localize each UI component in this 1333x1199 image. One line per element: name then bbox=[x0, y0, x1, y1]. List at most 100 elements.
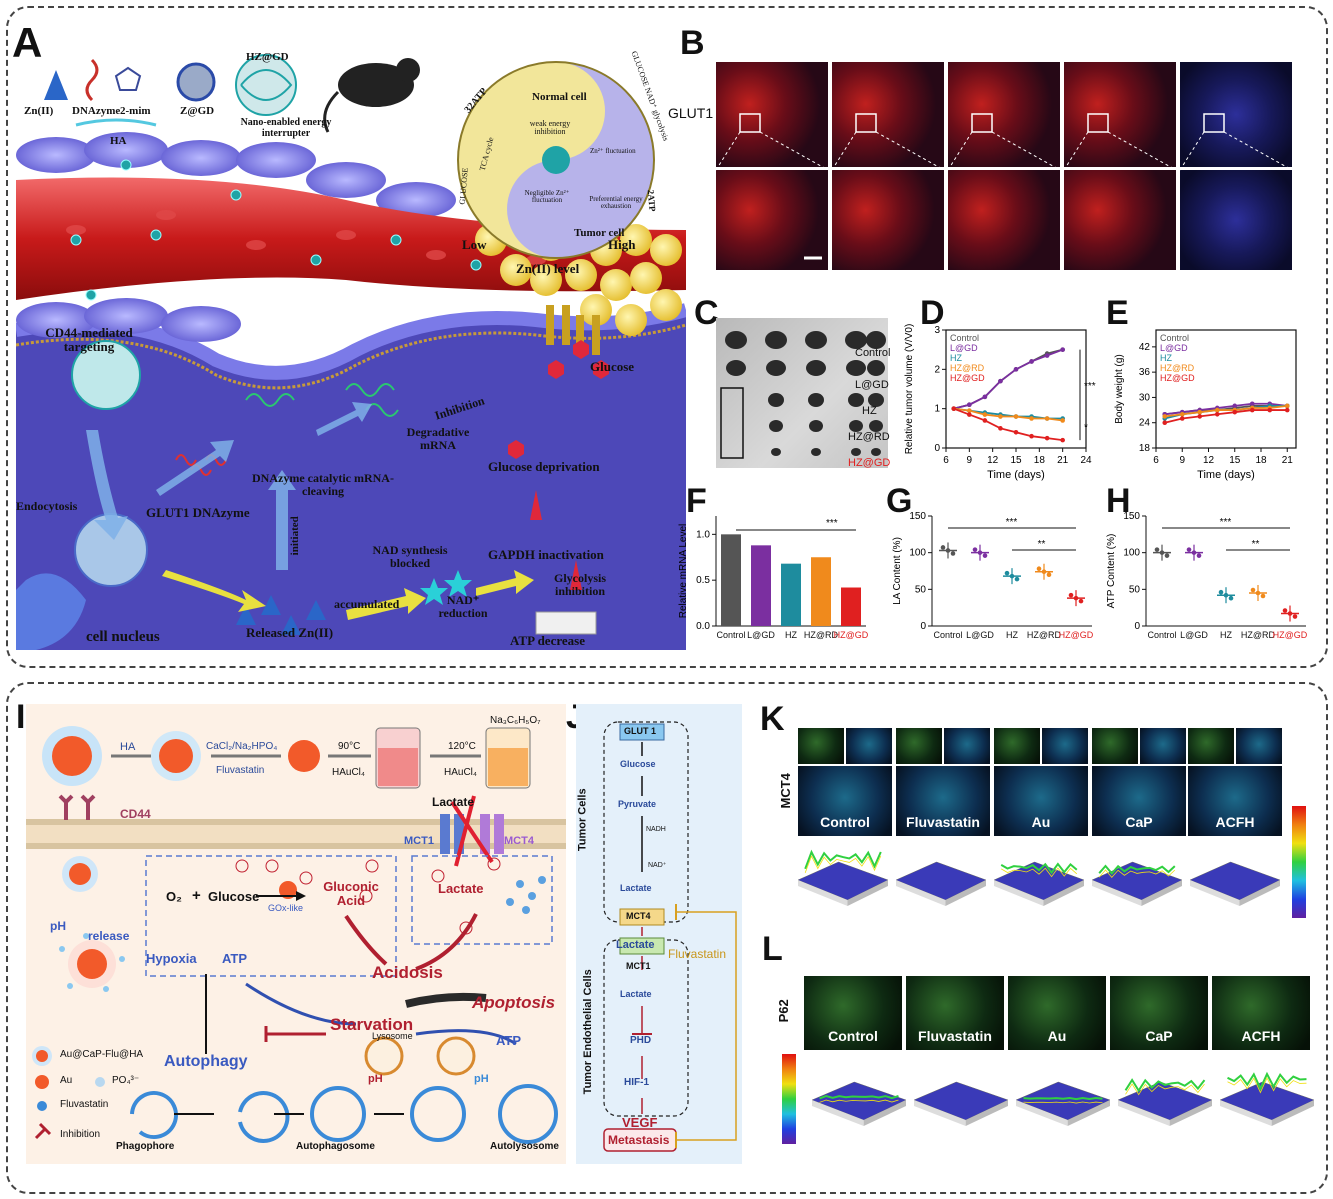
data-point bbox=[1078, 598, 1084, 604]
y-tick-label: 50 bbox=[1129, 584, 1141, 595]
data-point bbox=[1218, 589, 1224, 595]
series-line-hz-gd bbox=[953, 407, 1063, 442]
data-point bbox=[1164, 553, 1170, 558]
data-point bbox=[951, 406, 957, 411]
data-point bbox=[1162, 414, 1168, 419]
data-point bbox=[977, 550, 983, 555]
x-tick-label: Control bbox=[933, 630, 962, 640]
k-big-1: Control bbox=[798, 766, 892, 836]
label-zn-fluct: Zn²⁺ fluctuation bbox=[590, 147, 636, 155]
surface-side bbox=[1118, 1100, 1170, 1126]
legend-entry: HZ@RD bbox=[1160, 363, 1195, 373]
l-img-5: ACFH bbox=[1212, 976, 1310, 1050]
data-point bbox=[972, 547, 978, 552]
legend-entry: Control bbox=[1160, 333, 1189, 343]
y-tick-label: 0 bbox=[920, 621, 926, 632]
x-tick-label: HZ bbox=[785, 630, 797, 640]
data-point bbox=[1060, 437, 1065, 443]
data-point bbox=[1255, 590, 1261, 596]
j-glucose: Glucose bbox=[620, 759, 656, 769]
legend-entry: L@GD bbox=[1160, 343, 1188, 353]
label-cell-nucleus: cell nucleus bbox=[86, 629, 160, 645]
surface-side bbox=[896, 880, 946, 906]
panel-a-illustration bbox=[16, 30, 686, 650]
data-point bbox=[1186, 547, 1192, 552]
panel-label-d: D bbox=[920, 294, 945, 332]
data-point bbox=[1196, 553, 1202, 558]
label-glucose-deprivation: Glucose deprivation bbox=[488, 459, 600, 474]
i-cd44: CD44 bbox=[120, 807, 151, 821]
c-row-hzrd: HZ@RD bbox=[848, 431, 890, 443]
surface-side bbox=[1239, 880, 1280, 906]
surface-side bbox=[914, 1100, 966, 1126]
data-point bbox=[1013, 367, 1019, 372]
label-initiated: initiated bbox=[288, 516, 301, 556]
i-legend-po4: PO₄³⁻ bbox=[112, 1075, 140, 1086]
label-glucose: Glucose bbox=[590, 359, 635, 374]
label-weak-inhibition: weak energy inhibition bbox=[529, 119, 571, 137]
label-hzgd: HZ@GD bbox=[246, 51, 289, 63]
data-point bbox=[1197, 414, 1203, 419]
data-point bbox=[1214, 411, 1220, 417]
data-point bbox=[1191, 550, 1197, 555]
y-tick-label: 42 bbox=[1139, 342, 1151, 353]
panel-a-svg bbox=[16, 54, 686, 650]
data-point bbox=[940, 545, 946, 550]
data-point bbox=[982, 394, 988, 400]
i-haucl-1: HAuCl₄ bbox=[332, 767, 365, 778]
x-tick-label: 15 bbox=[1010, 455, 1022, 466]
k-big-2: Fluvastatin bbox=[896, 766, 990, 836]
data-point bbox=[1214, 407, 1220, 413]
b-top-2 bbox=[832, 62, 944, 167]
label-negligible: Negligible Zn²⁺ fluctuation bbox=[524, 189, 570, 205]
x-tick-label: L@GD bbox=[966, 630, 994, 640]
label-tumor-cell: Tumor cell bbox=[574, 227, 625, 239]
i-atp-right: ATP bbox=[496, 1033, 522, 1048]
sig-annotation: * bbox=[1084, 422, 1088, 433]
i-legend-inh: Inhibition bbox=[60, 1129, 101, 1140]
data-point bbox=[1029, 359, 1034, 364]
label-atp-decrease: ATP decrease bbox=[510, 633, 585, 648]
panel-label-i: I bbox=[16, 698, 26, 736]
data-point bbox=[967, 412, 972, 417]
y-tick-label: 24 bbox=[1139, 418, 1151, 429]
legend-entry: HZ bbox=[1160, 353, 1172, 363]
b-bot-4 bbox=[1064, 170, 1176, 270]
reagent-zn: Zn(II) bbox=[24, 105, 54, 117]
b-top-4 bbox=[1064, 62, 1176, 167]
x-tick-label: 21 bbox=[1057, 455, 1069, 466]
top-panel-frame bbox=[6, 6, 1328, 668]
surface-side bbox=[1043, 880, 1084, 906]
sig-annotation: *** bbox=[1220, 517, 1232, 528]
i-o2: O₂ bbox=[166, 889, 182, 904]
data-point bbox=[1249, 401, 1255, 407]
panel-i-graphics bbox=[26, 726, 566, 1144]
b-bot-5 bbox=[1180, 170, 1292, 270]
data-point bbox=[1073, 595, 1079, 601]
y-tick-label: 3 bbox=[934, 325, 940, 336]
panel-c-tumors bbox=[720, 331, 886, 459]
sig-annotation: *** bbox=[1006, 517, 1018, 528]
legend-entry: HZ bbox=[950, 353, 962, 363]
label-degradative: Degradative mRNA bbox=[406, 425, 470, 452]
panel-c-photo bbox=[716, 318, 888, 468]
sig-annotation: ** bbox=[1038, 539, 1046, 550]
label-released-zn: Released Zn(II) bbox=[246, 625, 334, 640]
data-point bbox=[1223, 592, 1229, 598]
b-zoom-overlay bbox=[716, 113, 1293, 260]
k-label-au: Au bbox=[1031, 814, 1051, 830]
data-point bbox=[1284, 407, 1290, 413]
surface-side bbox=[1141, 880, 1182, 906]
c-row-hz: HZ bbox=[862, 405, 877, 417]
panel-label-a: A bbox=[12, 19, 43, 66]
panel-label-c: C bbox=[694, 294, 719, 332]
i-lactate: Lactate bbox=[438, 881, 484, 896]
k-label-cap: CaP bbox=[1125, 814, 1153, 830]
j-nad: NAD⁺ bbox=[648, 862, 667, 869]
surface-side bbox=[945, 880, 986, 906]
k-small-2b bbox=[944, 728, 990, 764]
reagent-dnazyme: DNAzyme bbox=[72, 105, 121, 117]
surface-peaks bbox=[1227, 1071, 1307, 1091]
b-top-1 bbox=[716, 62, 828, 167]
